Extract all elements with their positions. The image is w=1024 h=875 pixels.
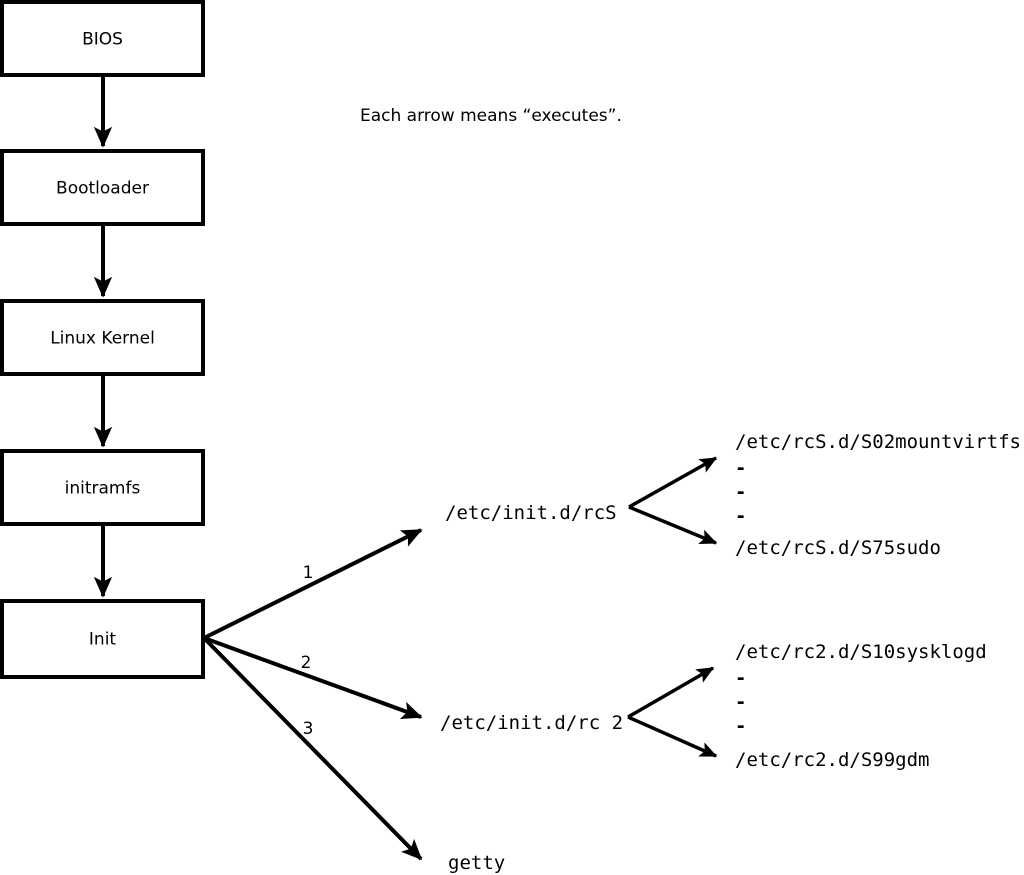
edge-number-3: 3	[303, 719, 314, 739]
label-getty: getty	[448, 852, 505, 874]
box-bios[interactable]: BIOS	[0, 0, 205, 77]
arrow-init-branch-1	[203, 528, 423, 640]
box-linux-kernel[interactable]: Linux Kernel	[0, 299, 205, 376]
arrow-init-branch-2	[203, 636, 423, 720]
ellipsis-dash-rc2-2: -	[735, 691, 746, 713]
box-bootloader-label: Bootloader	[56, 179, 149, 199]
label-rc2-d-s10sysklogd: /etc/rc2.d/S10sysklogd	[735, 641, 987, 663]
diagram-caption: Each arrow means “executes”.	[360, 106, 622, 126]
ellipsis-dash-rcS-1: -	[735, 457, 746, 479]
box-init[interactable]: Init	[0, 599, 205, 679]
edge-number-1: 1	[303, 563, 314, 583]
ellipsis-dash-rcS-2: -	[735, 481, 746, 503]
edge-number-2: 2	[301, 653, 312, 673]
arrow-rc2-to-s10sysklogd	[627, 666, 715, 719]
arrow-rcS-to-s02mountvirtfs	[628, 456, 718, 509]
box-initramfs[interactable]: initramfs	[0, 449, 205, 526]
arrow-init-branch-3	[202, 636, 423, 861]
box-bootloader[interactable]: Bootloader	[0, 149, 205, 226]
label-init-d-rcS: /etc/init.d/rcS	[445, 502, 617, 524]
ellipsis-dash-rcS-3: -	[735, 505, 746, 527]
box-initramfs-rect	[0, 449, 205, 526]
box-init-rect	[0, 599, 205, 679]
arrow-rc2-to-s99gdm	[627, 715, 718, 758]
box-initramfs-label: initramfs	[65, 479, 141, 499]
box-bios-rect	[0, 0, 205, 77]
box-linux-kernel-label: Linux Kernel	[50, 329, 155, 349]
label-rc2-d-s99gdm: /etc/rc2.d/S99gdm	[735, 749, 929, 771]
label-rcS-d-s75sudo: /etc/rcS.d/S75sudo	[735, 537, 941, 559]
arrow-rcS-to-s75sudo	[628, 505, 718, 545]
label-init-d-rc2: /etc/init.d/rc 2	[440, 712, 623, 734]
ellipsis-dash-rc2-3: -	[735, 715, 746, 737]
label-rcS-d-s02mountvirtfs: /etc/rcS.d/S02mountvirtfs	[735, 431, 1021, 453]
box-init-label: Init	[89, 630, 117, 650]
box-bios-label: BIOS	[82, 30, 123, 50]
ellipsis-dash-rc2-1: -	[735, 667, 746, 689]
